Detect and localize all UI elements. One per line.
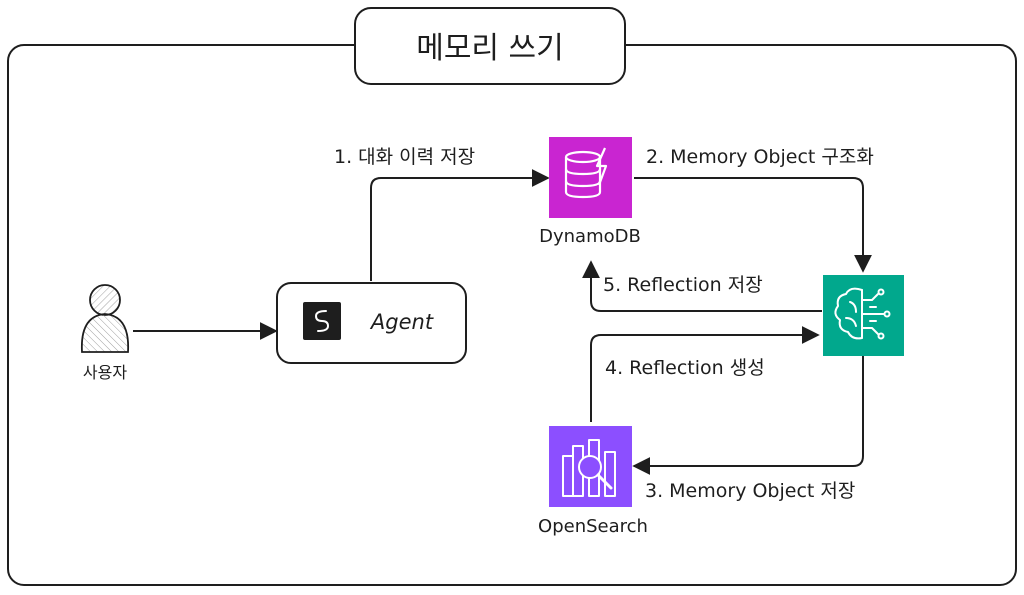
page-title: 메모리 쓰기 (416, 31, 564, 66)
strands-agent-icon (303, 302, 341, 340)
title-box: 메모리 쓰기 (354, 7, 626, 85)
bedrock-node[interactable] (823, 275, 904, 356)
edge-label-step1: 1. 대화 이력 저장 (334, 146, 475, 168)
opensearch-label: OpenSearch (538, 516, 648, 537)
edge-step5 (582, 260, 822, 312)
edge-step2 (634, 177, 872, 273)
agent-label: Agent (369, 310, 434, 334)
user-node: 사용자 (81, 284, 129, 382)
user-label: 사용자 (83, 363, 127, 382)
dynamodb-label: DynamoDB (539, 226, 641, 247)
agent-node[interactable]: Agent (276, 282, 467, 364)
user-icon (81, 284, 129, 353)
edge-step3 (632, 356, 864, 475)
edge-step4 (590, 326, 820, 422)
opensearch-icon (562, 439, 616, 497)
edge-label-step3: 3. Memory Object 저장 (645, 480, 855, 502)
dynamodb-node[interactable]: DynamoDB (539, 137, 641, 247)
dynamodb-icon (564, 147, 608, 199)
edge-label-step4: 4. Reflection 생성 (605, 357, 765, 379)
bedrock-brain-icon (834, 287, 891, 340)
edge-label-step5: 5. Reflection 저장 (603, 274, 763, 296)
edge-label-step2: 2. Memory Object 구조화 (646, 146, 874, 168)
edge-step1 (370, 169, 550, 281)
opensearch-node[interactable]: OpenSearch (538, 426, 648, 537)
